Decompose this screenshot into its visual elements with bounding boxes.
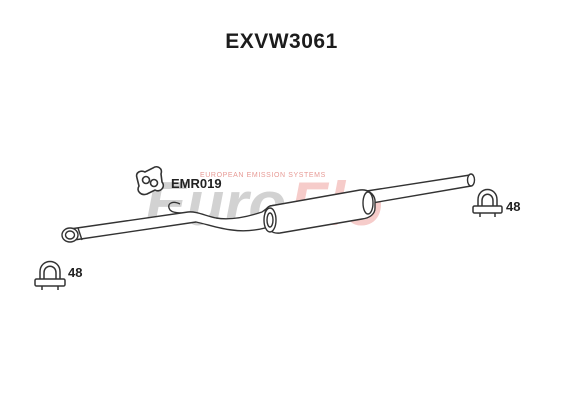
clamp-left-qty: 48 [68, 265, 83, 280]
watermark-tagline: EUROPEAN EMISSION SYSTEMS [200, 172, 326, 179]
clamp-right-icon [472, 188, 503, 217]
mount-label: EMR019 [171, 176, 222, 191]
exhaust-pipe [61, 173, 476, 243]
clamp-right-qty: 48 [506, 199, 521, 214]
exhaust-mount-icon [135, 166, 165, 196]
clamp-left-icon [34, 260, 66, 290]
part-number-title: EXVW3061 [225, 30, 338, 53]
